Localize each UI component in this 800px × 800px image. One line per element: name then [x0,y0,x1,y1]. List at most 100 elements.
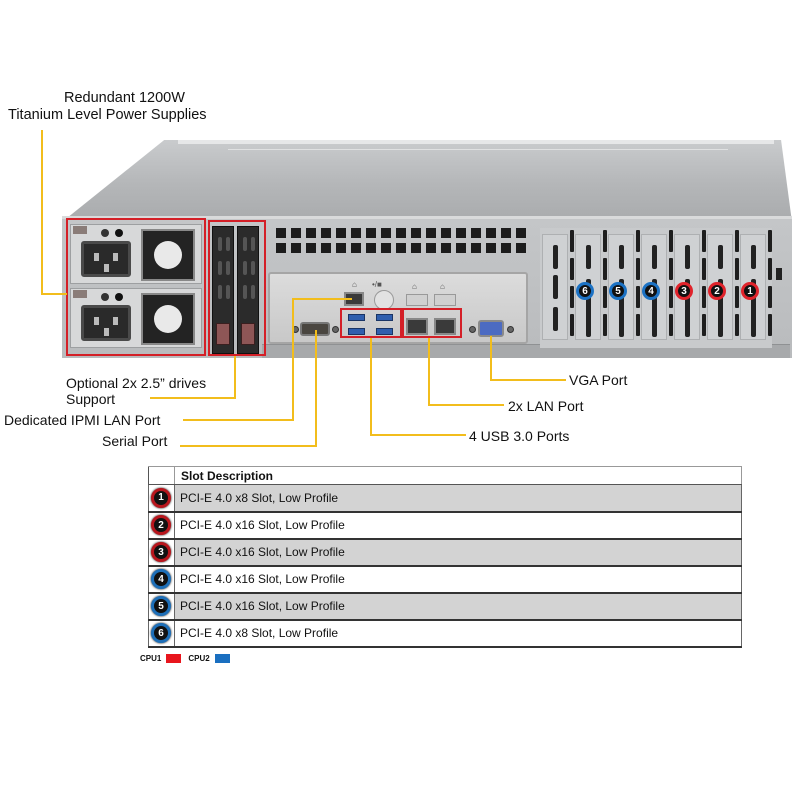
legend-cpu2-swatch [214,654,230,663]
slot-number-cell: 5 [148,592,175,621]
screw-icon [332,326,339,333]
pcie-slot-badge-5: 5 [609,282,627,300]
audio-label-icon: •/■ [372,280,382,289]
ipmi-callout-label: Dedicated IPMI LAN Port [4,412,161,428]
drive-latch[interactable] [216,323,230,345]
vent-hole [516,228,526,238]
vent-hole [486,228,496,238]
vent-hole [516,243,526,253]
table-header-number [148,466,175,485]
pcie-divider [603,230,607,342]
pcie-divider [702,230,706,342]
vga-port[interactable] [478,320,504,337]
vent-hole [501,243,511,253]
lan-callout-label: 2x LAN Port [508,398,584,414]
screw-icon [507,326,514,333]
screw-icon [469,326,476,333]
pcie-blank-bracket [542,234,568,340]
ipmi-callout-line [183,419,294,421]
vent-hole [411,243,421,253]
slot-number-badge: 4 [151,569,171,589]
vent-hole [321,243,331,253]
lan-callout-line [428,338,430,406]
vent-hole [381,243,391,253]
lan-port-led-housing [406,294,428,306]
vent-hole [276,243,286,253]
ipmi-callout-line [292,298,294,420]
chassis-seam [228,149,728,150]
vent-hole [411,228,421,238]
slot-number-badge: 3 [151,542,171,562]
vga-callout-label: VGA Port [569,372,628,388]
lan-port-2[interactable] [434,318,456,335]
vent-hole [381,228,391,238]
ipmi-callout-line [292,298,352,300]
slot-number-cell: 3 [148,538,175,567]
slot-number-badge: 5 [151,596,171,616]
usb-port-3[interactable] [348,328,365,335]
slot-description-cell: PCI-E 4.0 x16 Slot, Low Profile [174,565,742,594]
vent-hole [291,228,301,238]
psu-handle [73,226,87,234]
usb-port-4[interactable] [376,328,393,335]
vent-hole [426,243,436,253]
chassis-latch [776,268,782,280]
slot-number-badge: 6 [151,623,171,643]
uid-button[interactable] [374,290,394,310]
psu-led [101,229,109,237]
drives-callout-line2: Support [66,391,116,407]
vent-hole [441,228,451,238]
pcie-divider [669,230,673,342]
vent-hole [366,228,376,238]
psu-fan-icon [141,229,195,281]
psu-led [101,293,109,301]
serial-callout-line [180,445,317,447]
power-supply-2 [70,288,202,348]
legend-cpu2-label: CPU2 [188,654,210,663]
vent-hole [336,243,346,253]
lan-callout-line [428,404,504,406]
drive-latch[interactable] [241,323,255,345]
chassis-top-rim [178,140,774,144]
power-supply-callout-line1: Redundant 1200W [64,90,185,106]
vent-hole [396,243,406,253]
drive-tray-2[interactable] [237,226,259,354]
slot-description-cell: PCI-E 4.0 x16 Slot, Low Profile [174,592,742,621]
pcie-slot-badge-1: 1 [741,282,759,300]
vent-hole [366,243,376,253]
power-supply-1 [70,224,202,284]
psu-handle [73,290,87,298]
slot-number-cell: 6 [148,619,175,648]
drives-callout-line1: Optional 2x 2.5” drives [66,375,207,391]
pcie-divider [735,230,739,342]
usb-port-2[interactable] [376,314,393,321]
vga-callout-line [490,336,492,381]
lan2-network-icon: ⌂ [440,282,445,291]
lan-port-led-housing [434,294,456,306]
drive-tray-1[interactable] [212,226,234,354]
pcie-divider [570,230,574,342]
serial-callout-line [315,330,317,447]
legend-cpu1-label: CPU1 [140,654,162,663]
usb-callout-label: 4 USB 3.0 Ports [469,428,570,444]
slot-number-cell: 1 [148,484,175,513]
vent-hole [321,228,331,238]
psu-callout-line [41,130,43,295]
usb-port-1[interactable] [348,314,365,321]
serial-callout-label: Serial Port [102,433,168,449]
psu-led [115,229,123,237]
cpu-legend: CPU1 CPU2 [140,654,237,663]
table-header-row: Slot Description [148,466,742,485]
vent-hole [471,228,481,238]
pcie-divider [768,230,772,342]
pcie-slot-badge-6: 6 [576,282,594,300]
slot-number-badge: 2 [151,515,171,535]
lan-port-1[interactable] [406,318,428,335]
